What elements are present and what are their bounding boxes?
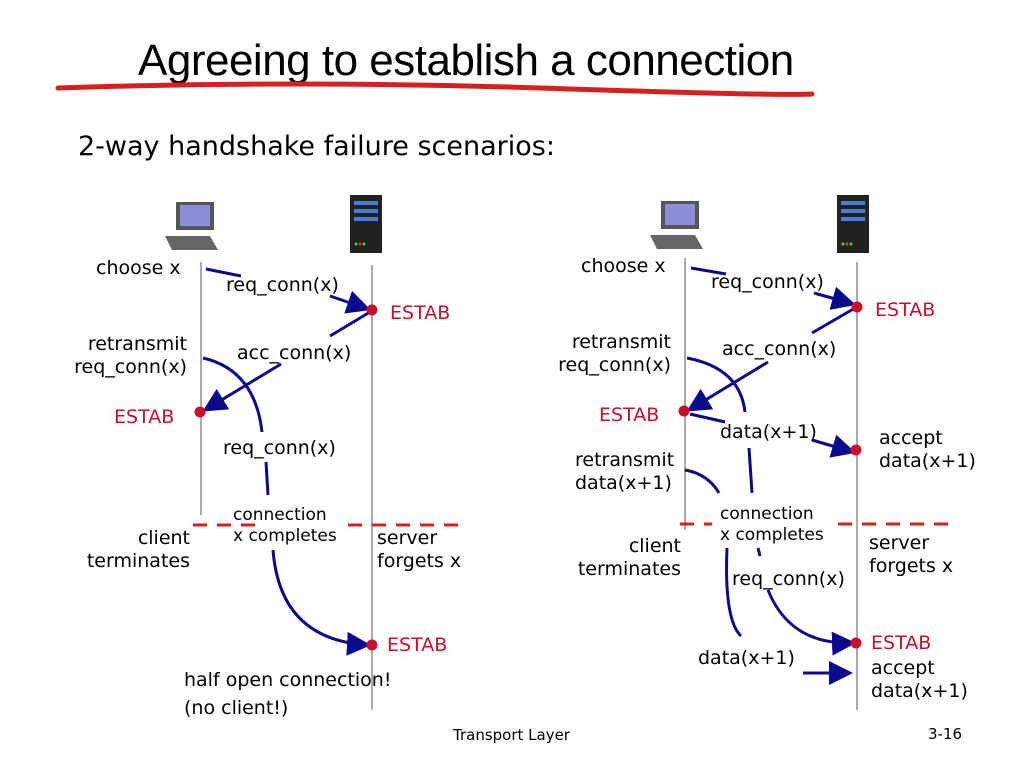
label-acc-conn: acc_conn(x) — [237, 342, 352, 364]
label-accept: accept — [879, 427, 943, 449]
client-computer-icon — [165, 202, 218, 250]
label-server: server — [869, 532, 930, 554]
label-estab: ESTAB — [871, 632, 932, 654]
label-half-open: half open connection! — [184, 669, 392, 691]
label-connection: connection — [233, 505, 327, 525]
title-underline — [55, 81, 815, 97]
label-estab: ESTAB — [114, 406, 175, 428]
label-x-completes: x completes — [720, 525, 824, 545]
estab-dots — [194, 301, 863, 651]
label-server: server — [377, 527, 438, 549]
label-retransmit: retransmit — [87, 333, 187, 355]
client-computer-icon — [650, 201, 703, 249]
label-retransmit-data: data(x+1) — [575, 472, 672, 494]
label-forgets-x: forgets x — [869, 555, 954, 577]
label-retransmit-req: req_conn(x) — [558, 354, 671, 376]
label-client: client — [628, 535, 681, 557]
label-req-conn: req_conn(x) — [226, 274, 339, 296]
label-data: data(x+1) — [720, 421, 817, 443]
label-estab: ESTAB — [875, 299, 936, 321]
label-accept: accept — [871, 657, 935, 679]
server-icon — [837, 195, 869, 253]
label-req-conn: req_conn(x) — [732, 568, 845, 590]
page-number: 3-16 — [928, 725, 963, 743]
slide-subtitle: 2-way handshake failure scenarios: — [78, 131, 555, 162]
label-forgets-x: forgets x — [377, 550, 462, 572]
footer-text: Transport Layer — [453, 726, 570, 744]
label-retransmit: retransmit — [575, 449, 675, 471]
label-x-completes: x completes — [233, 526, 337, 546]
server-icon — [350, 195, 382, 253]
label-estab: ESTAB — [599, 404, 660, 426]
label-retransmit-req: req_conn(x) — [74, 356, 187, 378]
label-req-conn: req_conn(x) — [223, 437, 336, 459]
label-no-client: (no client!) — [184, 697, 289, 719]
label-acc-conn: acc_conn(x) — [722, 338, 837, 360]
label-req-conn: req_conn(x) — [711, 271, 824, 293]
label-choose-x: choose x — [581, 255, 666, 277]
label-choose-x: choose x — [96, 257, 181, 279]
label-terminates: terminates — [577, 558, 681, 580]
label-connection: connection — [720, 504, 814, 524]
label-retransmit: retransmit — [571, 331, 671, 353]
label-client: client — [137, 527, 190, 549]
label-data: data(x+1) — [698, 647, 795, 669]
label-accept-data: data(x+1) — [871, 680, 968, 702]
label-accept-data: data(x+1) — [879, 450, 976, 472]
label-estab: ESTAB — [387, 634, 448, 656]
slide-title: Agreeing to establish a connection — [138, 36, 794, 85]
label-estab: ESTAB — [390, 302, 451, 324]
label-terminates: terminates — [86, 550, 190, 572]
